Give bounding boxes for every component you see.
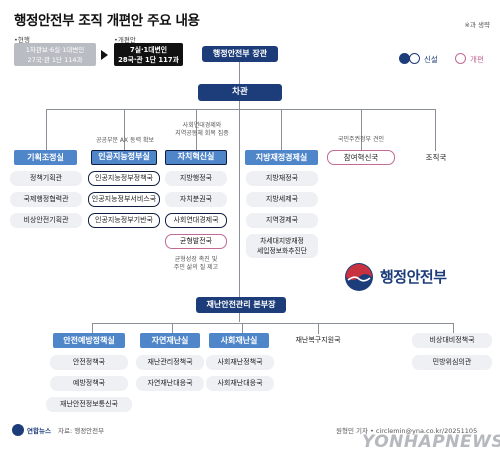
finance-item-3: 지역경제국: [246, 213, 318, 228]
branch-ai: [124, 109, 126, 150]
branch-safety: [92, 323, 94, 333]
autonomy-item-2: 자치분권국: [165, 192, 227, 207]
ai-office-head: 인공지능정부실: [91, 150, 157, 165]
ai-note: 공공부문 AX 동력 확보: [95, 137, 155, 144]
safety-item-2: 예방정책국: [50, 376, 128, 391]
safety-item-3: 재난안전정보통신국: [46, 397, 132, 412]
planning-item-2: 국제행정협력관: [10, 192, 82, 207]
branch-social: [242, 323, 244, 333]
finance-item-1: 지방재정국: [246, 171, 318, 186]
planning-item-3: 비상안전기획관: [10, 213, 82, 228]
agency-name: 연합뉴스: [27, 427, 51, 435]
branch-autonomy: [196, 109, 198, 150]
disaster-hq-box: 재난안전관리 본부장: [196, 297, 286, 313]
ai-item-2: 인공지능정부서비스국: [88, 192, 160, 207]
natural-item-1: 재난관리정책국: [136, 355, 204, 370]
page-title: 행정안전부 조직 개편안 주요 내용: [14, 13, 200, 29]
recovery-bureau: 재난복구지원국: [295, 336, 341, 344]
current-line2: 27국·관 1단 114과: [27, 56, 83, 64]
emergency-item-2: 민방위심의관: [412, 355, 492, 370]
finance-office-head: 지방재정경제실: [245, 150, 318, 165]
top-branch-line: [46, 109, 436, 111]
current-line1: 1차관보·6실·1대변인: [25, 46, 85, 54]
ministry-logo-text: 행정안전부: [380, 268, 447, 286]
autonomy-item-4: 균형발전국: [165, 234, 227, 249]
arrow-right-icon: [101, 50, 108, 60]
ai-item-3: 인공지능정부기반국: [88, 213, 160, 228]
yonhap-logo-icon: [12, 424, 24, 436]
branch-natural: [172, 323, 174, 333]
credit-label: 원형민 기자 • circlemin@yna.co.kr/20251105: [336, 427, 478, 435]
participation-bureau: 참여혁신국: [327, 150, 395, 165]
planning-item-1: 정책기획관: [10, 171, 82, 186]
autonomy-note: 사회연대경제와 지역공동체 회복 집중: [175, 122, 229, 137]
natural-item-2: 자연재난대응국: [136, 376, 204, 391]
planning-office-head: 기획조정실: [14, 150, 77, 165]
current-box: 1차관보·6실·1대변인 27국·관 1단 114과: [14, 43, 96, 66]
proposed-line2: 28국·관 1단 117과: [118, 56, 179, 64]
vice-minister-box: 차관: [198, 84, 282, 101]
peoples-note: 국민주권정부 견인: [337, 136, 385, 143]
legend-new-dot-icon: [399, 53, 410, 64]
branch-participation: [361, 109, 363, 151]
autonomy-item-1: 지방행정국: [165, 171, 227, 186]
branch-finance: [281, 109, 283, 150]
minister-box: 행정안전부 장관: [202, 46, 278, 62]
legend-new-ring-icon: [409, 53, 420, 64]
safety-item-1: 안전정책국: [50, 355, 128, 370]
bottom-branch-line: [92, 323, 453, 325]
balance-note: 균형성장 촉진 및 주민 삶의 질 제고: [173, 256, 219, 271]
branch-organization: [435, 109, 437, 151]
legend-reorg-ring-icon: [455, 53, 466, 64]
proposed-box: 7실·1대변인 28국·관 1단 117과: [114, 43, 183, 66]
branch-recovery: [318, 323, 320, 334]
branch-planning: [46, 109, 48, 150]
proposed-tag: •개편안: [114, 36, 136, 44]
legend-new-label: 신설: [424, 55, 438, 64]
legend-reorg-label: 개편: [470, 55, 484, 64]
safety-office-head: 안전예방정책실: [53, 333, 125, 348]
watermark: YONHAPNEWS: [362, 432, 500, 452]
natural-office-head: 자연재난실: [140, 333, 200, 348]
finance-item-2: 지방세제국: [246, 192, 318, 207]
ministry-logo-icon: [345, 263, 373, 291]
proposed-line1: 7실·1대변인: [129, 46, 168, 54]
organization-bureau: 조직국: [425, 153, 447, 162]
autonomy-item-3: 사회연대경제국: [165, 213, 227, 228]
branch-emergency: [453, 323, 455, 334]
finance-item-4: 차세대지방재정 세입정보화추진단: [246, 234, 318, 258]
ai-item-1: 인공지능정부정책국: [88, 171, 160, 186]
main-spine-line: [239, 62, 241, 322]
autonomy-office-head: 자치혁신실: [165, 150, 227, 165]
emergency-item-1: 비상대비정책국: [412, 333, 492, 348]
social-item-2: 사회재난대응국: [206, 376, 274, 391]
social-item-1: 사회재난정책국: [206, 355, 274, 370]
source-label: 자료: 행정안전부: [58, 427, 105, 435]
social-office-head: 사회재난실: [209, 333, 269, 348]
note: ※과 생략: [464, 21, 490, 29]
current-tag: •현행: [14, 36, 30, 44]
